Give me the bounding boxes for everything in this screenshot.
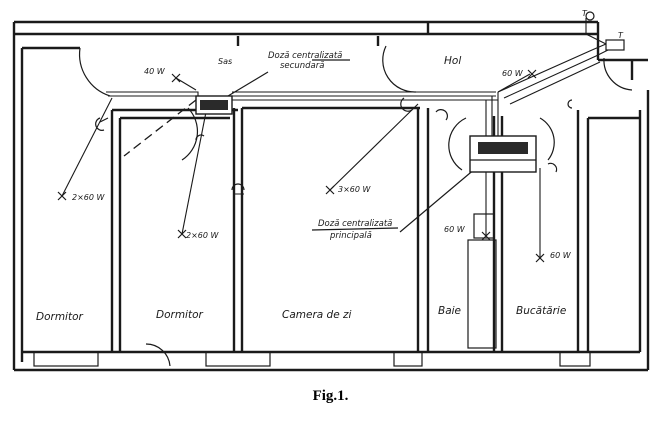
door-arc-hall-bedroom <box>78 47 111 97</box>
wire-living <box>329 103 419 191</box>
underline-principal <box>311 227 399 231</box>
lamp-icon-living <box>325 185 335 195</box>
secondary-box-label-line2: secundară <box>280 61 324 71</box>
label-t2: T <box>618 31 624 40</box>
window-1 <box>33 351 99 367</box>
secondary-junction-box-fill <box>200 100 228 110</box>
doors <box>78 45 633 367</box>
bathtub <box>467 239 497 349</box>
junction-boxes <box>195 95 537 173</box>
load-label-dormitor-1: 2×60 W <box>72 193 106 202</box>
door-arc-living <box>382 45 417 93</box>
entrance-wire-2 <box>503 49 609 99</box>
dashed-wire <box>123 99 197 157</box>
labels: Dormitor Dormitor Camera de zi Baie Bucă… <box>36 9 624 323</box>
door-arc-bedroom2 <box>181 107 199 161</box>
lamp-icon-kitchen <box>535 253 545 263</box>
door-arc-bottom <box>145 343 171 367</box>
wire-40w <box>175 77 197 91</box>
room-label-hol: Hol <box>444 55 461 67</box>
figure-caption: Fig.1. <box>312 388 349 404</box>
load-label-bucatarie: 60 W <box>550 251 572 260</box>
meter-wire <box>585 18 607 45</box>
switch-icon-2 <box>195 134 205 141</box>
room-label-dormitor-1: Dormitor <box>36 311 84 323</box>
switch-icon-1 <box>95 117 109 131</box>
load-label-hol: 60 W <box>502 69 524 78</box>
room-label-camera-de-zi: Camera de zi <box>282 309 352 321</box>
entrance-wire-3 <box>509 61 601 105</box>
wire-living-switch <box>233 108 244 195</box>
leader-secondary-box <box>227 71 269 97</box>
switch-icon-living <box>400 97 413 112</box>
principal-box-label-line2: principală <box>329 231 372 241</box>
principal-junction-box-fill <box>478 142 528 154</box>
socket-icon-kitchen <box>547 162 558 173</box>
load-label-camera-de-zi: 3×60 W <box>338 185 372 194</box>
principal-box-label-line1: Doză centralizată <box>318 219 392 229</box>
wire-bedroom1 <box>61 97 113 197</box>
door-arc-kitchen <box>539 117 555 161</box>
load-label-hallway: 40 W <box>144 67 166 76</box>
socket-icon-living <box>231 183 245 191</box>
lamp-icon-hallway <box>171 73 181 83</box>
load-label-baie: 60 W <box>444 225 466 234</box>
riser-wires <box>485 92 499 136</box>
label-sas: Sas <box>218 57 232 66</box>
lamp-icon-bedroom2 <box>177 229 187 239</box>
lamp-icon-bedroom1 <box>57 191 67 201</box>
leader-principal-box <box>399 167 477 233</box>
room-label-dormitor-2: Dormitor <box>156 309 204 321</box>
door-arc-entrance <box>603 57 633 91</box>
lamp-icon-bath <box>481 231 491 241</box>
door-arc-bath <box>448 117 467 171</box>
room-label-baie: Baie <box>438 305 461 317</box>
walls <box>12 20 650 372</box>
meter-box <box>605 39 625 51</box>
meter-icon <box>585 11 595 21</box>
room-label-bucatarie: Bucătărie <box>516 305 566 317</box>
window-3 <box>393 351 423 367</box>
switch-icon-bath <box>435 109 448 121</box>
fixtures <box>57 11 625 263</box>
wire-bedroom2 <box>181 111 207 235</box>
lamp-icon-hol <box>527 69 537 79</box>
label-t1: T <box>582 9 588 18</box>
floor-plan: Dormitor Dormitor Camera de zi Baie Bucă… <box>12 9 650 372</box>
switch-icon-kitchen <box>567 99 573 109</box>
entrance-wire-1 <box>497 43 607 93</box>
window-2 <box>205 351 271 367</box>
secondary-box-label-line1: Doză centralizată <box>268 51 342 61</box>
wire-hol <box>497 73 531 93</box>
load-label-dormitor-2: 2×60 W <box>186 231 220 240</box>
window-4 <box>559 351 591 367</box>
